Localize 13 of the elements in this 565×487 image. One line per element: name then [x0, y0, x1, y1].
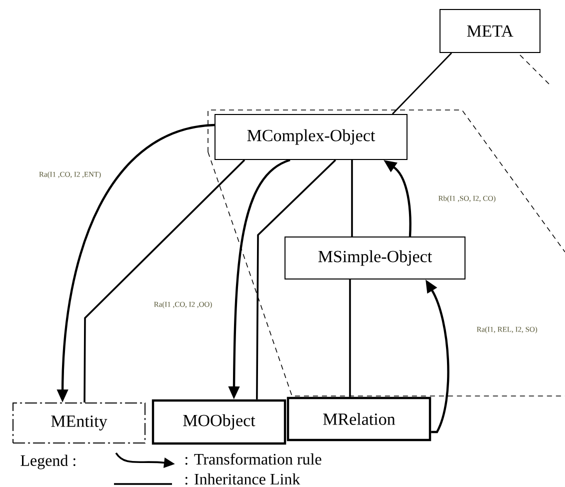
class-box: MSimple-Object	[284, 236, 466, 280]
inheritance-link	[349, 280, 351, 397]
class-box: MEntity	[12, 402, 146, 444]
class-box: MRelation	[286, 396, 432, 442]
legend-text: : Inheritance Link	[185, 473, 300, 485]
inheritance-link	[351, 160, 353, 236]
class-box: META	[440, 9, 540, 53]
class-box: MOObject	[152, 399, 286, 445]
inheritance-link	[256, 159, 336, 400]
class-box: MComplex-Object	[214, 114, 408, 160]
legend-text: : Transformation rule	[185, 453, 322, 465]
inheritance-link	[392, 52, 452, 114]
inheritance-link	[84, 159, 246, 402]
